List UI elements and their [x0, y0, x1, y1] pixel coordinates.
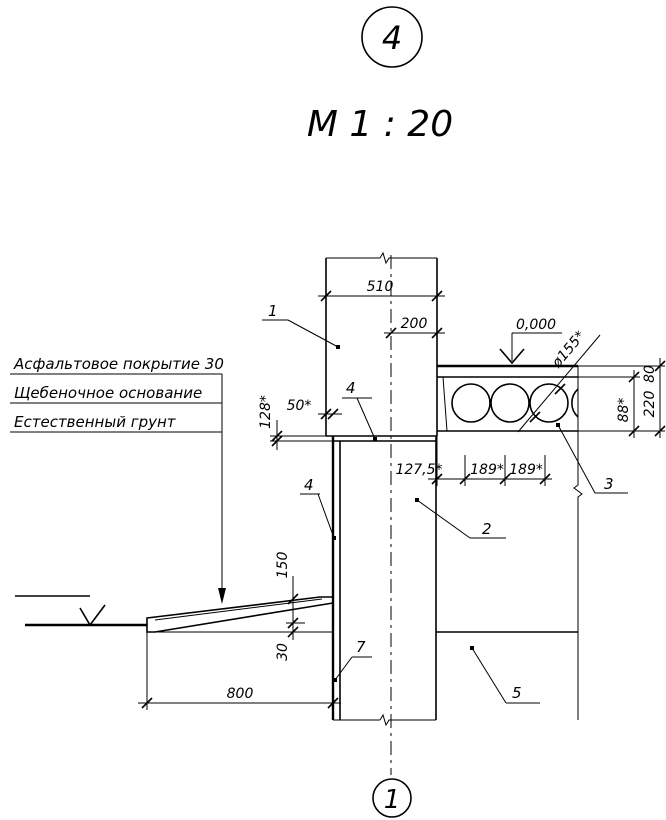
callout-label-4a: 4 [346, 379, 356, 397]
dim-30: 30 [275, 643, 291, 661]
dim-wall-width: 510 [318, 279, 445, 302]
layers-legend: Асфальтовое покрытие 30 Щебеночное основ… [10, 355, 226, 604]
blind-area-paving [25, 596, 334, 633]
callout-label-7: 7 [356, 638, 366, 656]
dim-189-a: 189* [470, 462, 504, 478]
callout-4-lower: 4 [300, 476, 336, 540]
dim-220: 220 [642, 391, 658, 418]
dim-189-b: 189* [509, 462, 543, 478]
callout-2: 2 [415, 498, 506, 539]
layer-leader-arrow [218, 588, 226, 604]
dim-axis-offset: 200 [384, 316, 445, 339]
dim-slab-right: 80 220 88* [578, 358, 666, 438]
dim-127-5: 127,5* [395, 462, 442, 478]
dim-ledge-height: 128* [258, 395, 333, 450]
callout-7: 7 [333, 638, 372, 682]
elevation-marker: 0,000 [499, 317, 562, 365]
callout-label-3: 3 [604, 475, 614, 493]
scale-label: М 1 : 20 [307, 104, 453, 145]
dim-50: 50* [287, 398, 312, 414]
ground-level-marker [15, 595, 106, 627]
dim-80: 80 [642, 365, 658, 383]
dim-paving-width: 800 [138, 632, 341, 710]
dim-510: 510 [367, 279, 394, 295]
callout-label-1: 1 [268, 302, 278, 320]
layer-3: Естественный грунт [14, 413, 177, 431]
view-number-circle [361, 6, 423, 68]
floor-slab [436, 364, 583, 720]
dim-hole-diameter: ø155* [517, 328, 601, 433]
layer-2: Щебеночное основание [14, 384, 202, 402]
foundation-wall [331, 436, 437, 727]
slab-hole-3 [529, 383, 569, 423]
slab-hole-1 [451, 383, 491, 423]
dim-slab-pitch: 127,5* 189* 189* [395, 431, 552, 486]
callout-3: 3 [556, 423, 628, 494]
callout-label-4b: 4 [304, 476, 314, 494]
dim-128: 128* [258, 395, 274, 429]
callout-4-upper: 4 [342, 379, 377, 441]
dim-88: 88* [616, 398, 632, 423]
callout-1: 1 [262, 302, 340, 349]
callout-5: 5 [470, 646, 540, 704]
elevation-value: 0,000 [516, 317, 556, 333]
view-number: 4 [382, 19, 402, 57]
dim-150: 150 [275, 552, 291, 579]
dim-ledge: 50* [287, 398, 342, 436]
callout-label-2: 2 [482, 520, 492, 538]
slab-hole-4-partial [571, 388, 579, 418]
layer-1: Асфальтовое покрытие 30 [13, 355, 224, 373]
dim-paving-vertical: 150 30 [275, 552, 305, 661]
axis-label: 1 [384, 785, 401, 815]
callout-label-5: 5 [512, 684, 522, 702]
dim-800: 800 [227, 686, 254, 702]
axis-marker-circle [372, 778, 412, 818]
slab-hole-2 [490, 383, 530, 423]
dim-200: 200 [401, 316, 428, 332]
